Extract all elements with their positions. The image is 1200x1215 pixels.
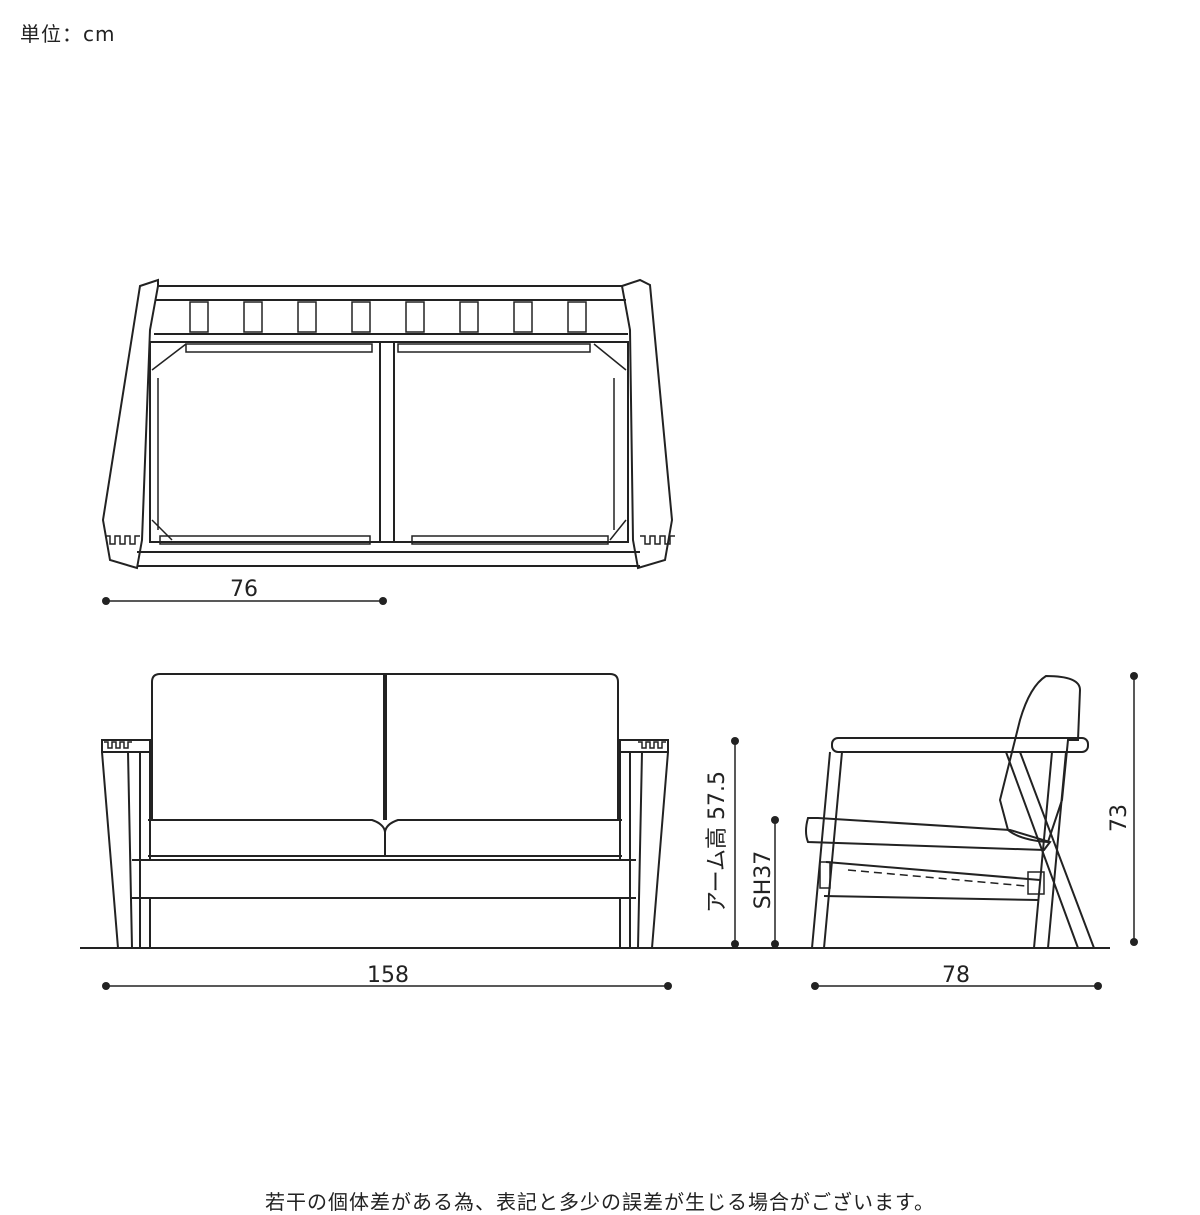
disclaimer-note: 若干の個体差がある為、表記と多少の誤差が生じる場合がございます。 xyxy=(265,1190,935,1214)
dim-seat-height: SH37 xyxy=(751,851,776,910)
dim-arm-height: アーム高 57.5 xyxy=(705,771,730,913)
top-view: 76 xyxy=(101,278,675,605)
unit-label: 単位：cm xyxy=(20,22,116,46)
dim-front-width: 158 xyxy=(367,963,409,988)
front-view: 158 アーム高 57.5 SH37 xyxy=(80,673,1110,990)
dim-side-depth: 78 xyxy=(942,963,970,988)
dim-top-width: 76 xyxy=(230,577,258,602)
side-view: 78 73 xyxy=(805,672,1138,990)
dim-total-height: 73 xyxy=(1107,804,1132,832)
